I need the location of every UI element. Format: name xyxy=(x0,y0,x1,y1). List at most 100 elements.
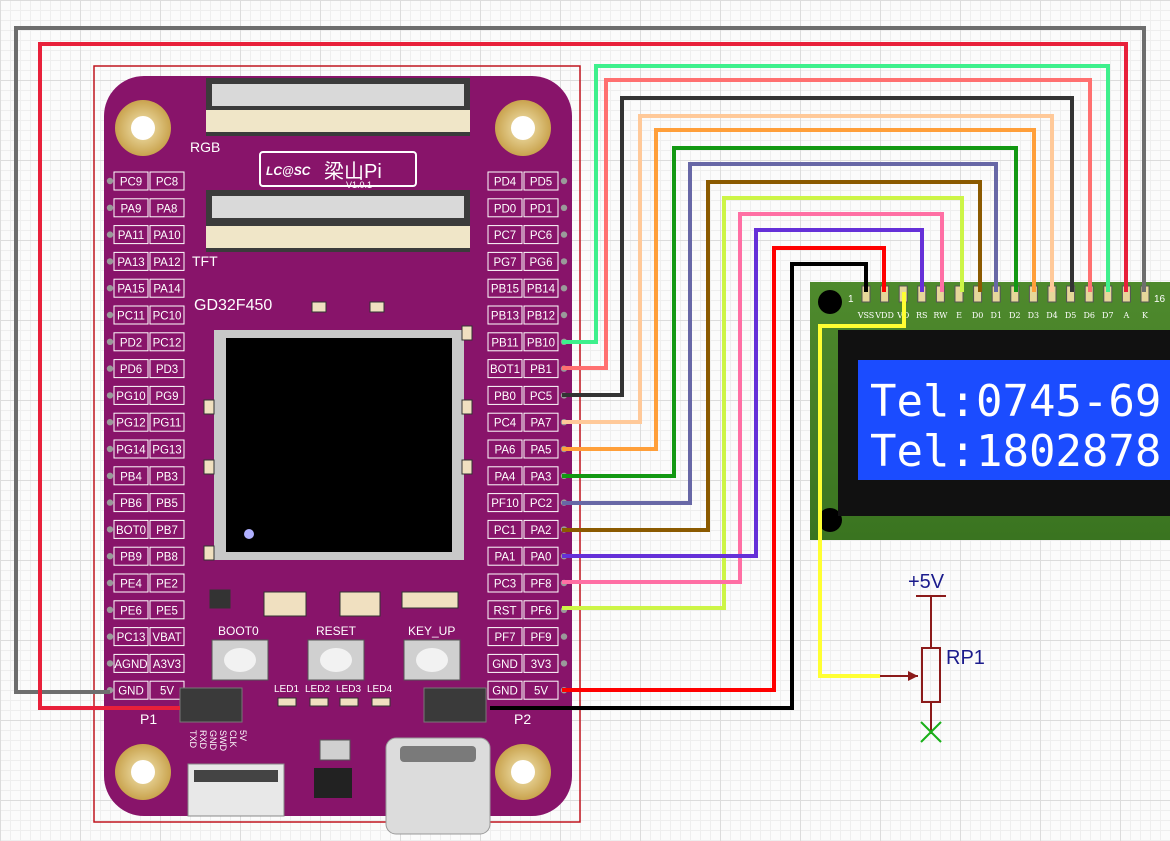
right-pin-box xyxy=(487,332,523,352)
led2-label: LED2 xyxy=(305,684,330,695)
lcd-pin-label: RW xyxy=(933,311,948,320)
left-pin-dot[interactable] xyxy=(106,660,114,667)
left-pin-label: PG10 xyxy=(116,391,145,403)
reset-label: RESET xyxy=(316,624,357,638)
right-pin-dot[interactable] xyxy=(560,258,568,265)
key-up-button[interactable] xyxy=(403,639,461,681)
right-pin-label: PF8 xyxy=(530,579,551,591)
right-pin-box xyxy=(487,680,523,700)
potentiometer-rp1[interactable]: +5V RP1 xyxy=(880,571,985,743)
left-pin-box xyxy=(149,653,185,673)
left-pin-label: PA8 xyxy=(157,203,178,215)
left-pin-label: PG9 xyxy=(155,391,178,403)
right-pin-box xyxy=(487,627,523,647)
left-pin-dot[interactable] xyxy=(106,392,114,399)
pot-body xyxy=(921,647,941,703)
left-pin-label: PC9 xyxy=(120,177,142,189)
right-pin-dot[interactable] xyxy=(560,633,568,640)
lcd-pin[interactable] xyxy=(954,285,964,303)
left-pin-dot[interactable] xyxy=(106,258,114,265)
left-pin-dot[interactable] xyxy=(106,338,114,345)
left-pin-dot[interactable] xyxy=(106,499,114,506)
left-pin-dot[interactable] xyxy=(106,365,114,372)
lcd-line2: Tel:1802878 xyxy=(870,426,1161,477)
left-pin-dot[interactable] xyxy=(106,311,114,319)
right-pin-label: PA0 xyxy=(531,552,552,564)
lcd-pin-label: K xyxy=(1142,311,1149,320)
left-pin-box xyxy=(149,251,185,271)
lcd-pin-label: E xyxy=(956,311,962,320)
left-pin-dot[interactable] xyxy=(106,177,114,185)
left-pin-dot[interactable] xyxy=(106,231,114,238)
logo-cn: 梁山Pi xyxy=(324,160,382,183)
lcd-pin[interactable] xyxy=(973,285,983,303)
left-pin-dot[interactable] xyxy=(106,285,114,292)
right-pin-dot[interactable] xyxy=(560,231,568,238)
left-pin-box xyxy=(113,251,149,271)
right-pin-box xyxy=(487,466,523,486)
left-pin-dot[interactable] xyxy=(106,633,114,640)
right-pin-box xyxy=(487,359,523,379)
left-pin-dot[interactable] xyxy=(106,204,114,211)
right-pin-dot[interactable] xyxy=(560,285,568,292)
usb-c-connector[interactable] xyxy=(385,737,491,835)
right-pin-label: PB13 xyxy=(491,311,519,323)
left-pin-label: PB6 xyxy=(120,498,142,510)
left-pin-label: PB7 xyxy=(156,525,178,537)
right-pin-box xyxy=(487,305,523,325)
pot-supply-label: +5V xyxy=(908,571,945,593)
left-pin-dot[interactable] xyxy=(106,553,114,560)
left-pin-label: PC13 xyxy=(117,632,146,644)
right-pin-box xyxy=(487,439,523,459)
left-pin-box xyxy=(113,573,149,593)
svg-text:TXD: TXD xyxy=(188,730,198,749)
wire-gnd-p1 xyxy=(14,26,1146,694)
left-pin-box xyxy=(149,385,185,405)
left-pin-label: PG13 xyxy=(152,445,181,457)
right-pin-dot[interactable] xyxy=(560,177,568,185)
tft-label: TFT xyxy=(192,253,218,269)
left-pin-box xyxy=(113,493,149,513)
boot0-button[interactable] xyxy=(211,639,269,681)
lcd-pin-label: D1 xyxy=(990,311,1002,320)
left-pin-box xyxy=(149,332,185,352)
right-pin-label: PB14 xyxy=(527,284,556,296)
led1-label: LED1 xyxy=(274,684,299,695)
right-pin-label: PB0 xyxy=(494,391,516,403)
left-pin-dot[interactable] xyxy=(106,579,114,587)
right-pin-label: PD5 xyxy=(530,177,552,189)
left-pin-label: PA10 xyxy=(153,230,180,242)
wire-pc5-d5 xyxy=(562,96,1074,397)
right-pin-label: PA7 xyxy=(531,418,552,430)
lcd-pin-label: D7 xyxy=(1102,311,1114,320)
left-pin-label: GND xyxy=(118,686,144,698)
rgb-label: RGB xyxy=(190,139,220,155)
right-pin-box xyxy=(487,171,523,191)
right-pin-label: PA4 xyxy=(495,471,516,483)
diode-p1 xyxy=(179,687,243,723)
right-pin-label: PC4 xyxy=(494,418,517,430)
right-pin-dot[interactable] xyxy=(560,204,568,211)
left-pin-label: PA13 xyxy=(117,257,144,269)
right-pin-box xyxy=(487,519,523,539)
wire-5v-p2-vdd xyxy=(562,246,886,692)
swd-labels: 5V CLK SWD GND RXD TXD xyxy=(188,730,248,751)
left-pin-dot[interactable] xyxy=(106,445,114,453)
lcd-pin-first: 1 xyxy=(848,294,854,305)
left-pin-box xyxy=(113,412,149,432)
left-pin-dot[interactable] xyxy=(106,419,114,426)
right-pin-label: PD4 xyxy=(494,177,517,189)
diode-p2 xyxy=(423,687,487,723)
right-pin-label: PC7 xyxy=(494,230,516,242)
right-pin-dot[interactable] xyxy=(560,660,568,667)
right-pin-dot[interactable] xyxy=(560,311,568,319)
left-pin-box xyxy=(113,305,149,325)
pot-ref-label: RP1 xyxy=(946,647,985,669)
svg-text:RXD: RXD xyxy=(198,730,208,750)
left-pin-dot[interactable] xyxy=(106,472,114,479)
reset-button[interactable] xyxy=(307,639,365,681)
left-pin-dot[interactable] xyxy=(106,606,114,613)
tft-connector xyxy=(206,190,470,252)
left-pin-dot[interactable] xyxy=(106,526,114,533)
